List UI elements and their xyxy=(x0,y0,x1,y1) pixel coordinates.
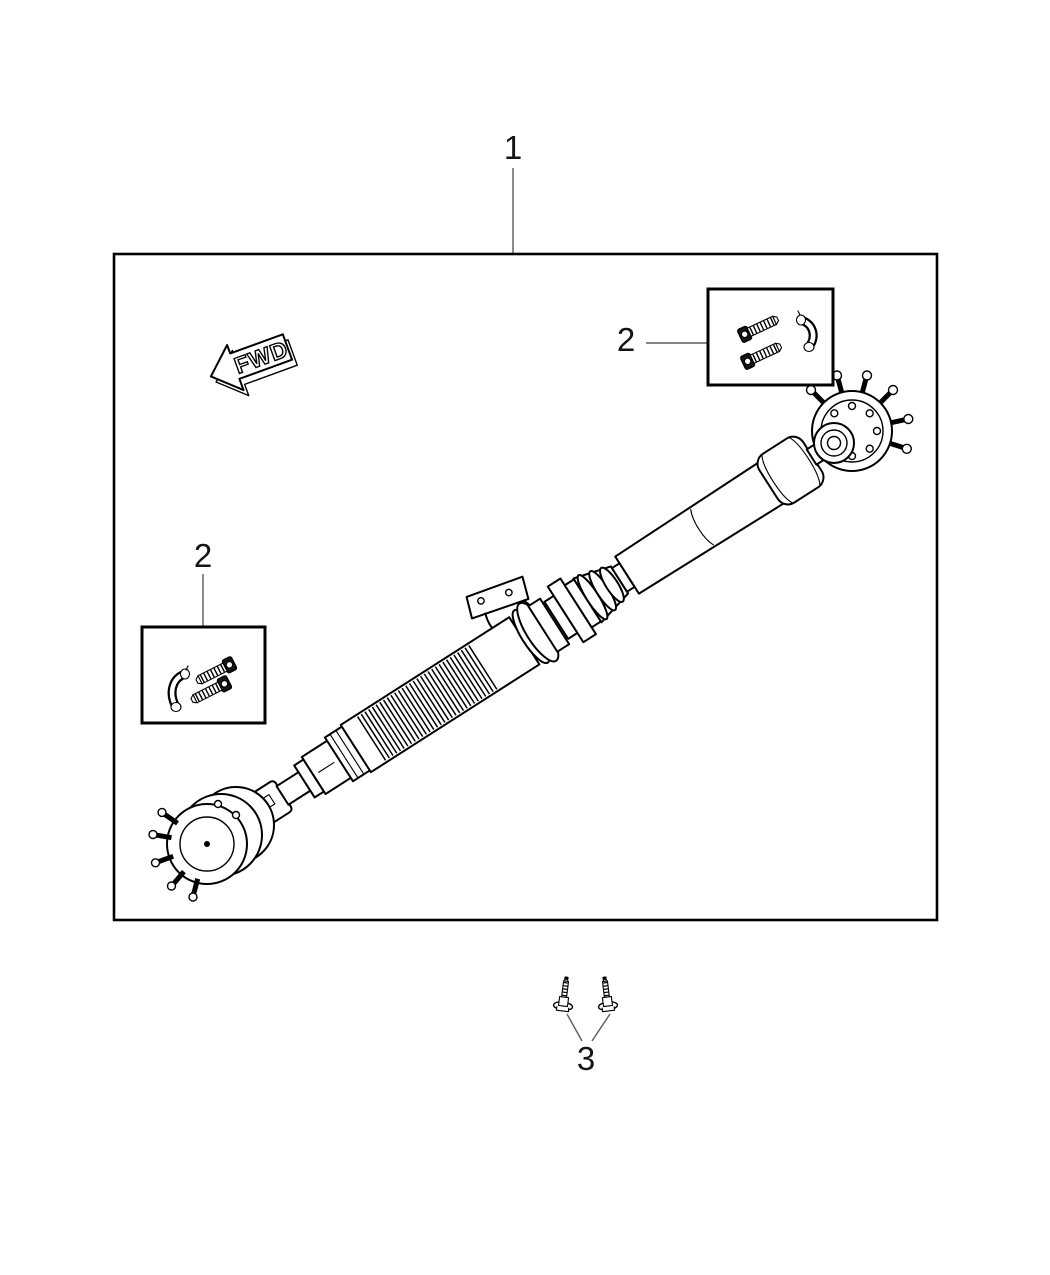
cv-joint-boot xyxy=(543,562,636,644)
callout-2-top-label: 2 xyxy=(617,321,635,358)
callout-2-left-label: 2 xyxy=(194,537,212,574)
hardware-kit-box-top xyxy=(706,287,835,387)
hardware-kit-box-left xyxy=(140,625,267,725)
mounting-screw-left xyxy=(552,976,574,1013)
fwd-arrow-face xyxy=(209,333,294,392)
center-bearing xyxy=(511,597,571,665)
kit-bolt xyxy=(737,315,780,343)
kit-bolt xyxy=(195,656,238,685)
callout-1-label: 1 xyxy=(504,129,522,166)
kit-clip xyxy=(167,665,191,713)
tube-rib-texture xyxy=(356,644,498,761)
front-flange xyxy=(148,786,275,902)
callout-3-leader-line-left xyxy=(566,1013,583,1042)
callout-3-leader-line-right xyxy=(591,1013,611,1042)
kit-bolt xyxy=(740,342,783,370)
rear-flange xyxy=(805,370,914,472)
kit-clip xyxy=(795,310,818,353)
mounting-screw-right xyxy=(597,976,619,1013)
callout-3-label: 3 xyxy=(577,1040,595,1077)
kit-bolt xyxy=(190,675,233,704)
